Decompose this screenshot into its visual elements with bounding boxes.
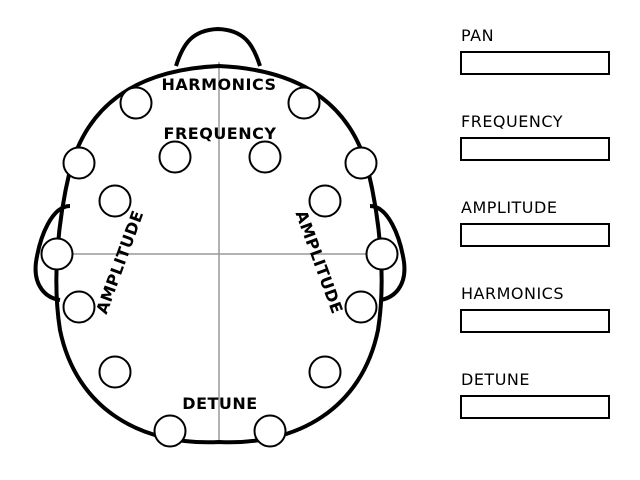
electrode-right-midline[interactable]: [365, 237, 399, 271]
electrode-amplitude-left-lower[interactable]: [62, 290, 96, 324]
electrode-outer-right-upper[interactable]: [344, 146, 378, 180]
harmonics-field[interactable]: [460, 309, 610, 333]
electrode-harmonics-left[interactable]: [119, 86, 153, 120]
frequency-label: FREQUENCY: [461, 112, 563, 131]
electrode-outer-right-lower[interactable]: [308, 355, 342, 389]
electrode-amplitude-left-upper[interactable]: [98, 184, 132, 218]
amplitude-field[interactable]: [460, 223, 610, 247]
detune-label: DETUNE: [461, 370, 530, 389]
pan-label: PAN: [461, 26, 495, 45]
amplitude-label: AMPLITUDE: [461, 198, 558, 217]
pan-field[interactable]: [460, 51, 610, 75]
electrode-amplitude-right-lower[interactable]: [344, 290, 378, 324]
electrode-outer-left-lower[interactable]: [98, 355, 132, 389]
electrode-frequency-right[interactable]: [248, 140, 282, 174]
frequency-field[interactable]: [460, 137, 610, 161]
electrode-detune-right[interactable]: [253, 414, 287, 448]
head-right-ear: [369, 204, 407, 302]
harmonics-label: HARMONICS: [461, 284, 565, 303]
label-harmonics: HARMONICS: [161, 75, 276, 94]
label-frequency: FREQUENCY: [164, 124, 277, 143]
label-amplitude-left: AMPLITUDE: [92, 208, 147, 317]
electrode-outer-left-upper[interactable]: [62, 146, 96, 180]
electrode-amplitude-right-upper[interactable]: [308, 184, 342, 218]
electrode-left-midline[interactable]: [40, 237, 74, 271]
head-outline: [54, 63, 384, 445]
electrode-harmonics-right[interactable]: [287, 86, 321, 120]
detune-field[interactable]: [460, 395, 610, 419]
electrode-frequency-left[interactable]: [158, 140, 192, 174]
head-nose: [174, 26, 262, 67]
label-detune: DETUNE: [182, 394, 257, 413]
label-amplitude-right: AMPLITUDE: [292, 208, 347, 317]
head-left-ear: [33, 204, 71, 302]
electrode-detune-left[interactable]: [153, 414, 187, 448]
